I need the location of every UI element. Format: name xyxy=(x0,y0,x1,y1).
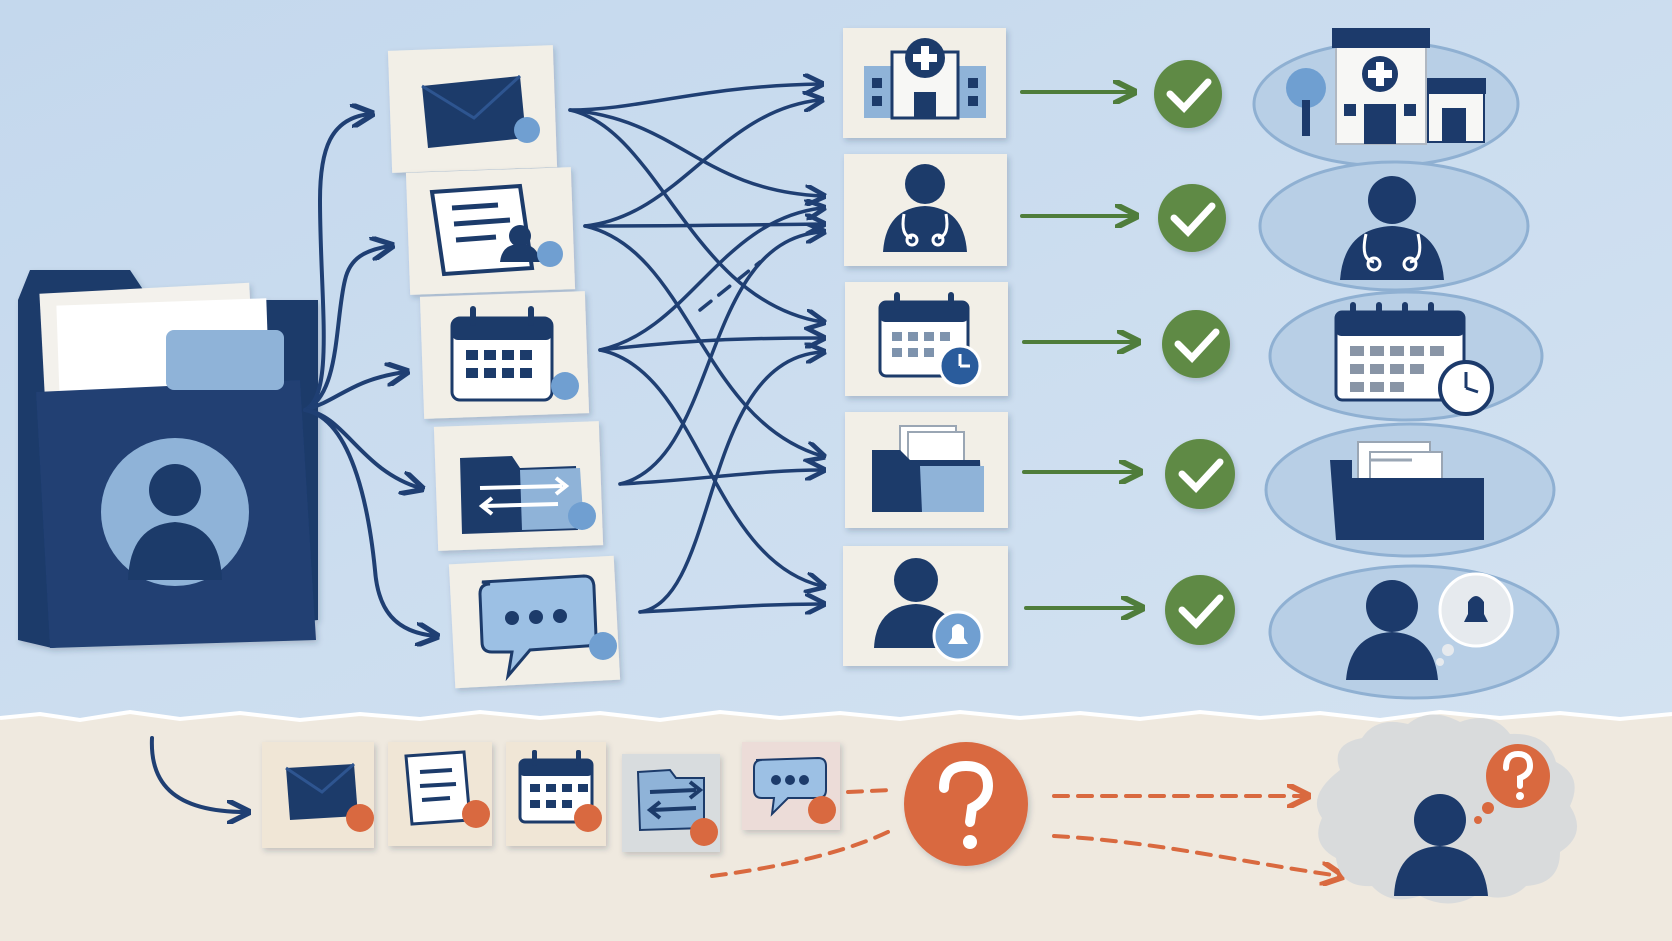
question-icon xyxy=(904,742,1028,866)
open-folder-icon xyxy=(872,425,984,512)
hospital-icon xyxy=(864,38,986,120)
person-bell-icon xyxy=(874,558,984,662)
envelope-icon xyxy=(285,762,374,832)
destination-card-calendar xyxy=(845,282,1008,396)
orange-failure-arrows xyxy=(710,790,1340,876)
document-icon xyxy=(429,183,563,277)
bottom-card-chat xyxy=(742,742,840,830)
person-notification-scene-icon xyxy=(1268,564,1560,700)
bottom-card-envelope xyxy=(262,742,374,848)
calendar-icon xyxy=(518,750,602,832)
hospital-scene-icon xyxy=(1252,28,1520,168)
transfer-icon xyxy=(636,768,718,846)
folder-icon xyxy=(18,270,318,648)
bottom-card-calendar xyxy=(506,742,606,846)
doctor-scene-icon xyxy=(1258,160,1530,292)
source-card-envelope xyxy=(387,45,558,173)
document-icon xyxy=(404,750,490,828)
green-success-arrows xyxy=(1020,92,1140,608)
envelope-icon xyxy=(421,74,540,148)
confused-person-cloud-icon xyxy=(1316,714,1578,904)
doctor-icon xyxy=(883,164,967,252)
torn-paper-edge xyxy=(0,709,1672,723)
checkmark-icon xyxy=(1165,575,1235,645)
tangled-routing-arrows xyxy=(568,84,822,612)
checkmark-icon xyxy=(1158,184,1226,252)
folder-scene-icon xyxy=(1264,422,1556,558)
bottom-card-transfer xyxy=(622,754,720,852)
transfer-icon xyxy=(460,456,596,534)
checkmark-icon xyxy=(1165,439,1235,509)
source-card-calendar xyxy=(419,291,590,419)
destination-card-hospital xyxy=(843,28,1006,138)
destination-card-folder xyxy=(845,412,1008,528)
bottom-entry-arrow xyxy=(149,736,246,812)
destination-card-notification xyxy=(843,546,1008,666)
source-card-transfer xyxy=(433,421,604,551)
folder-branch-arrows xyxy=(303,114,435,636)
source-card-chat xyxy=(448,555,621,689)
calendar-scene-icon xyxy=(1268,290,1544,422)
checkmark-icon xyxy=(1162,310,1230,378)
calendar-clock-icon xyxy=(878,292,982,388)
chat-icon xyxy=(478,574,617,682)
bottom-card-document xyxy=(388,742,492,846)
source-card-document xyxy=(405,167,576,295)
chat-icon xyxy=(753,756,836,824)
calendar-icon xyxy=(450,306,579,402)
checkmark-icon xyxy=(1154,60,1222,128)
destination-card-doctor xyxy=(844,154,1007,266)
